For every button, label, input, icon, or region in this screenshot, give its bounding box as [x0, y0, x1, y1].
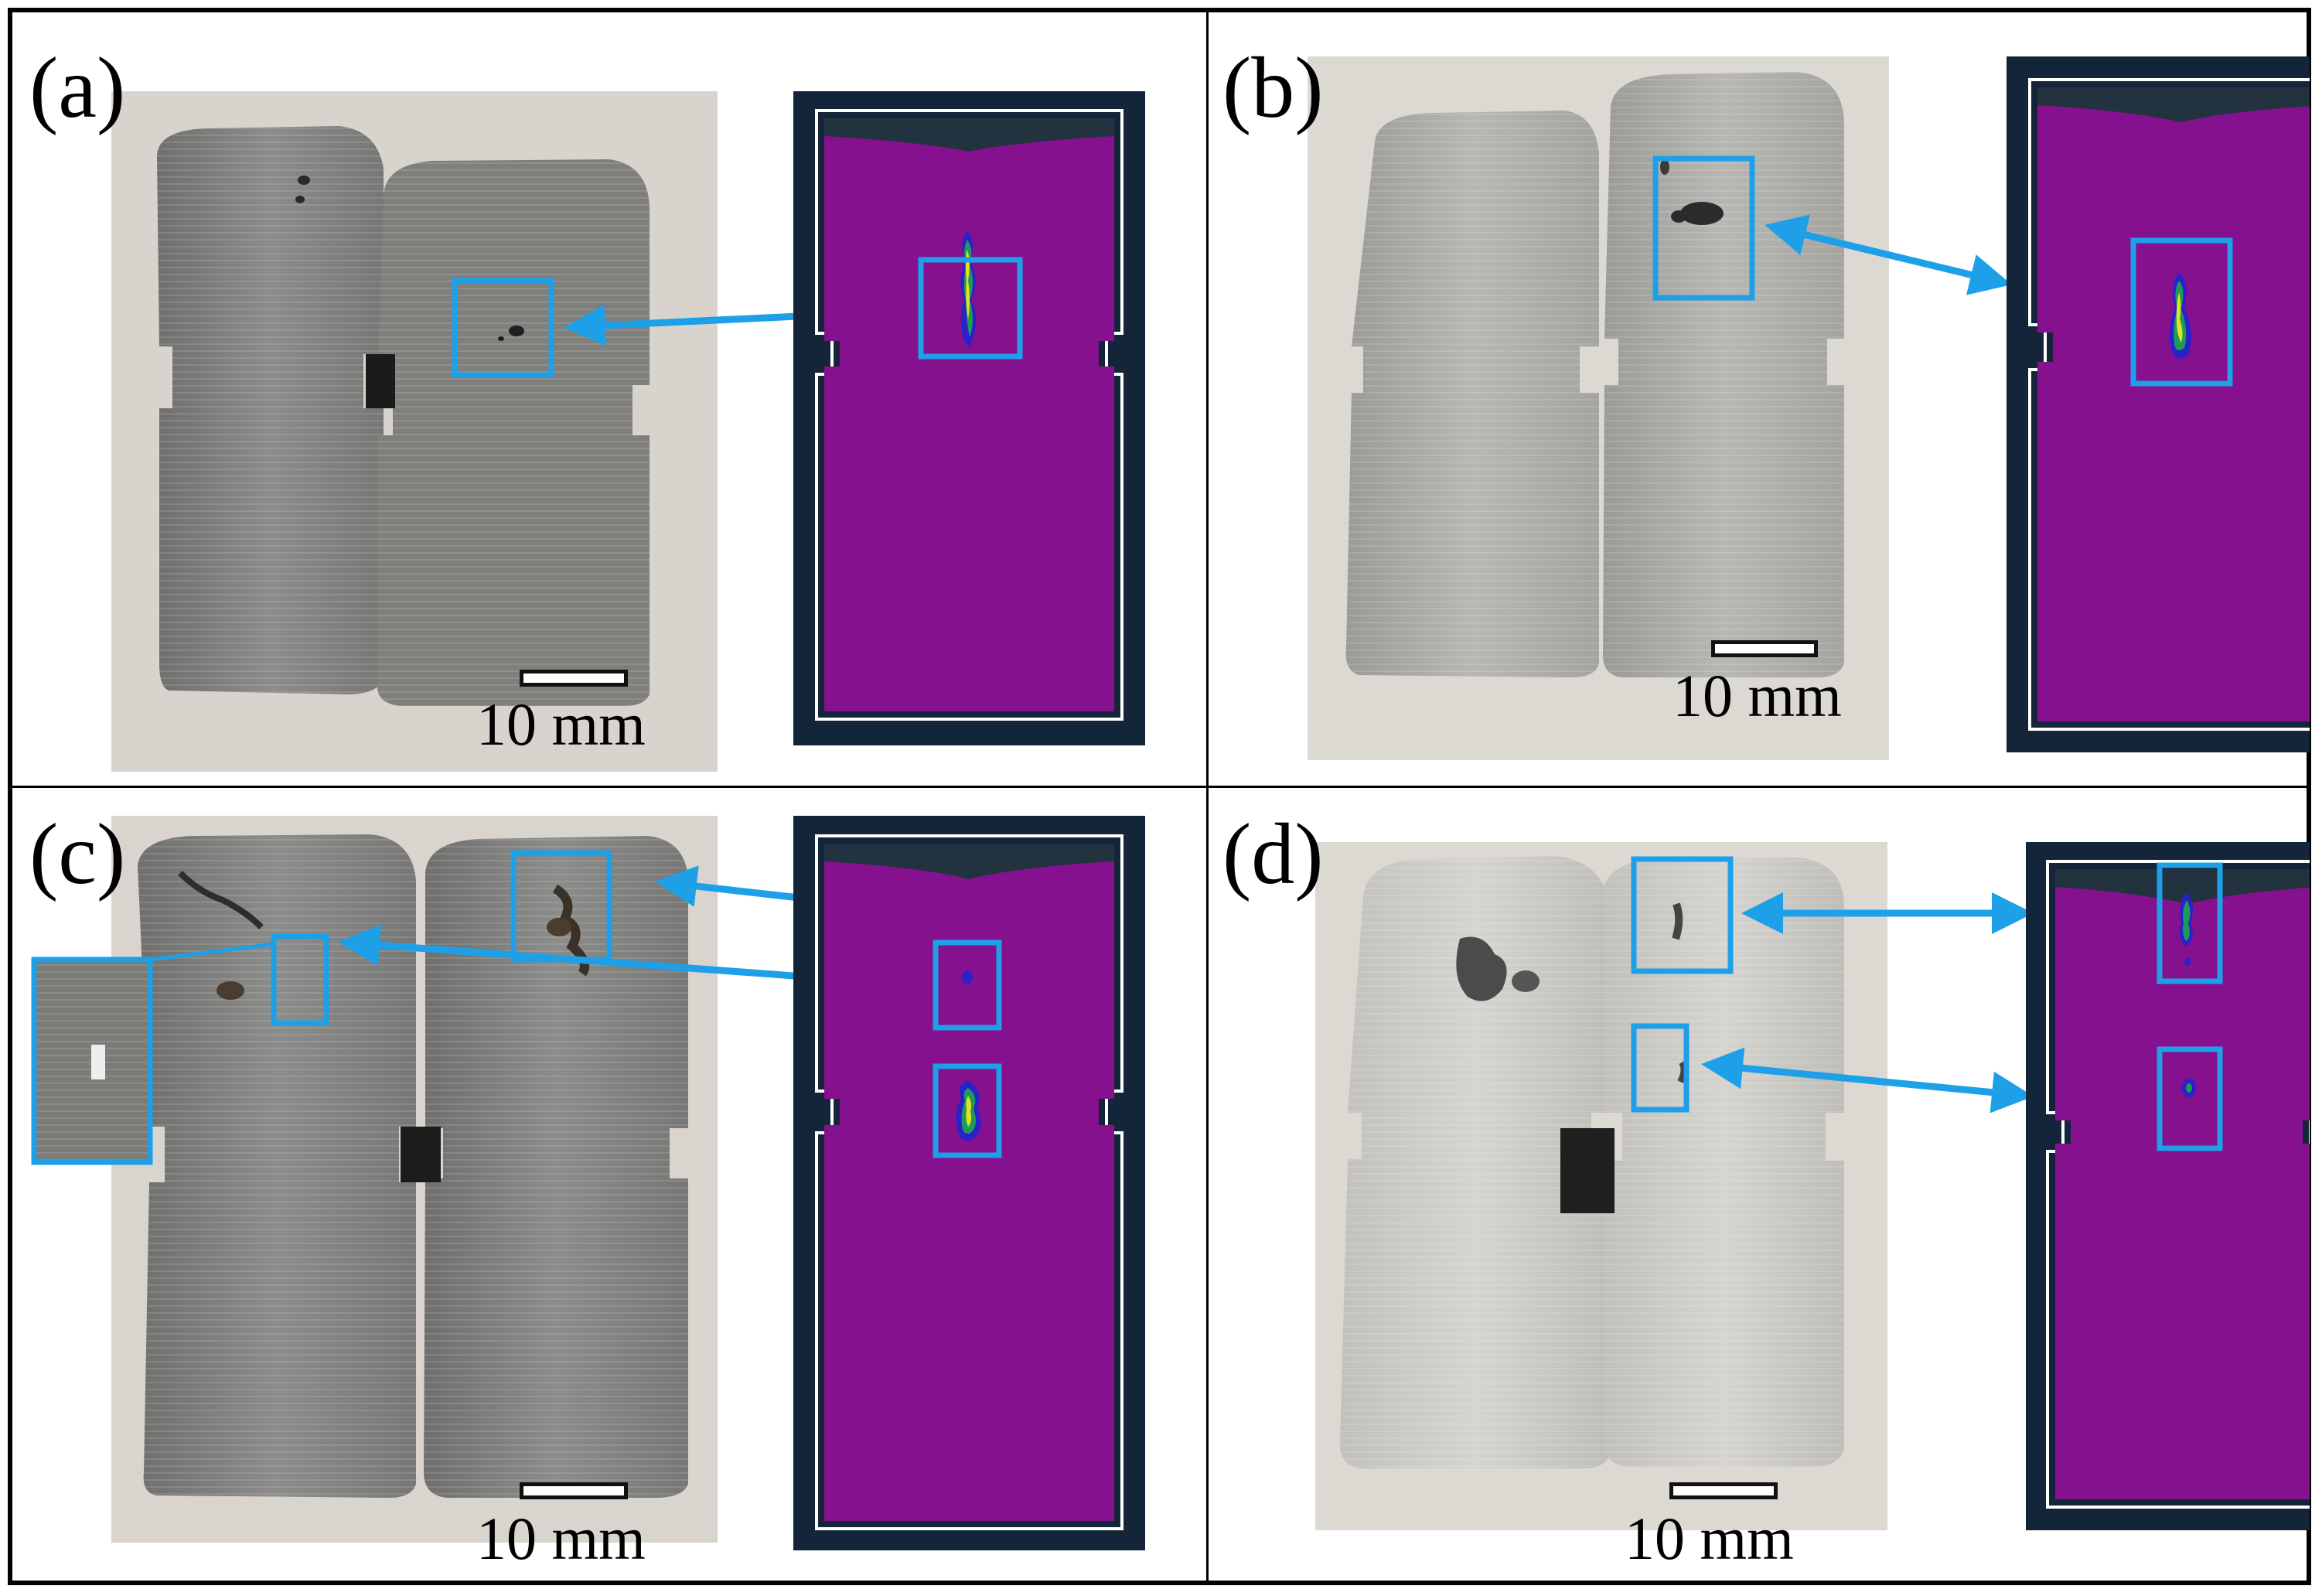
casting-right — [401, 836, 688, 1498]
sim-highlight-box — [2130, 237, 2233, 387]
casting-right — [366, 159, 650, 706]
vertical-divider — [1206, 8, 1209, 1585]
panel-b: (b) 10 mm — [1209, 14, 2310, 784]
sim-highlight-box-lower — [2157, 1046, 2223, 1151]
panel-label-b: (b) — [1222, 40, 1324, 136]
simulation-panel-a — [793, 91, 1145, 745]
scale-text-d: 10 mm — [1625, 1505, 1794, 1572]
sim-highlight-box-upper — [2157, 862, 2223, 984]
panel-c: (c) 10 mm — [14, 788, 1205, 1583]
zoom-inset — [31, 942, 274, 1165]
panel-label-c: (c) — [29, 807, 126, 902]
casting-right — [1603, 72, 1844, 678]
defect-highlight-box — [1652, 155, 1755, 301]
scale-bar-d — [1669, 1482, 1778, 1499]
panel-label-a: (a) — [29, 40, 126, 136]
defect-highlight-box — [452, 278, 554, 378]
scale-text-c: 10 mm — [476, 1505, 646, 1572]
panel-a: (a) 10 mm — [14, 14, 1205, 784]
sim-highlight-box-lower — [933, 1063, 1002, 1158]
double-arrow-icon — [1765, 214, 2012, 295]
casting-left — [1339, 856, 1611, 1468]
simulation-panel-c — [793, 816, 1145, 1550]
defect-highlight-box-lower — [1631, 1023, 1690, 1113]
panel-label-d: (d) — [1222, 807, 1324, 902]
casting-left — [1345, 111, 1599, 677]
scale-bar-b — [1711, 640, 1818, 657]
panel-c-graphic — [31, 816, 1145, 1550]
scale-text-a: 10 mm — [476, 691, 646, 758]
scale-text-b: 10 mm — [1672, 662, 1842, 729]
sim-highlight-box — [918, 257, 1023, 360]
simulation-panel-b — [2007, 56, 2310, 752]
horizontal-divider — [8, 786, 2311, 788]
scale-bar-a — [520, 670, 628, 687]
panel-d-graphic — [1315, 842, 2310, 1530]
defect-highlight-box-upper — [1631, 856, 1734, 974]
defect-highlight-box-lower — [271, 933, 329, 1026]
panel-d: (d) 10 mm — [1209, 788, 2310, 1583]
simulation-panel-d — [2026, 842, 2310, 1530]
casting-left — [157, 126, 384, 694]
sim-highlight-box-upper — [933, 940, 1002, 1031]
casting-right — [1560, 858, 1844, 1467]
scale-bar-c — [520, 1482, 628, 1499]
panel-a-graphic — [111, 91, 1145, 772]
double-arrow-icon — [1701, 1047, 2034, 1113]
